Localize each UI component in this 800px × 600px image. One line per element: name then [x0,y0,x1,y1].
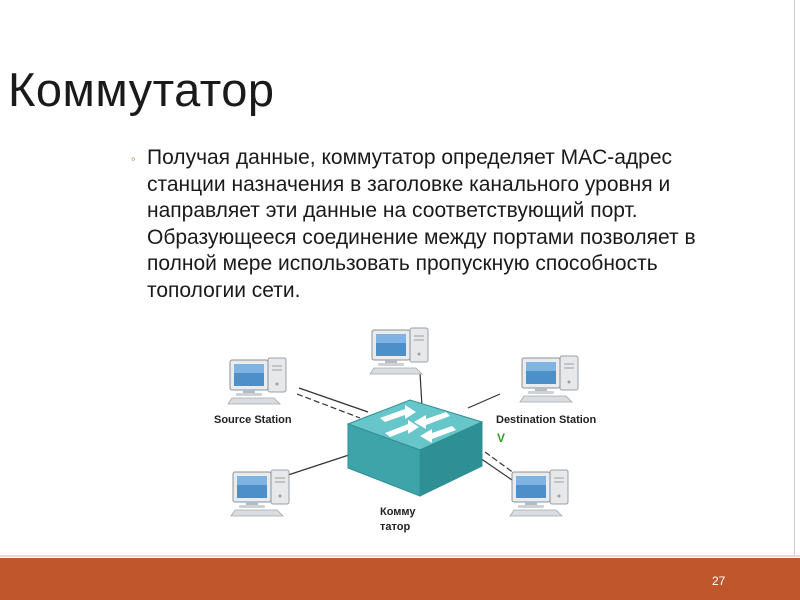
bullet-line-6: топологии сети. [147,278,301,302]
computer-bottom-right [509,469,569,517]
bullet-line-3: направляет эти данные на соответствующий… [147,199,638,222]
computer-source [227,357,287,405]
computer-destination [519,355,579,403]
network-switch-diagram: Source Station Destination Station V Ком… [214,327,597,533]
page-number: 27 [712,574,726,588]
bullet-line-2: станции назначения в заголовке канальног… [147,172,671,196]
slide-title: Коммутатор [8,63,275,116]
bullet-marker: ◦ [131,151,136,166]
switch-label-line1: Комму [380,506,416,518]
destination-check-mark: V [497,431,505,445]
computer-top [369,327,429,375]
computer-bottom-left [230,469,290,517]
source-station-label: Source Station [214,414,292,426]
right-border-line [794,0,795,555]
switch-icon [346,399,484,497]
footer-bar [0,558,800,600]
destination-station-label: Destination Station [496,414,597,426]
footer-separator [0,555,800,557]
switch-label-line2: татор [380,521,410,533]
bullet-line-4: Образующееся соединение между портами по… [147,225,696,249]
bullet-line-1: Получая данные, коммутатор определяет MA… [147,146,673,169]
bullet-paragraph: Получая данные, коммутатор определяет MA… [147,145,787,304]
bullet-line-5: полной мере использовать пропускную спос… [147,252,658,275]
cables [284,372,519,481]
